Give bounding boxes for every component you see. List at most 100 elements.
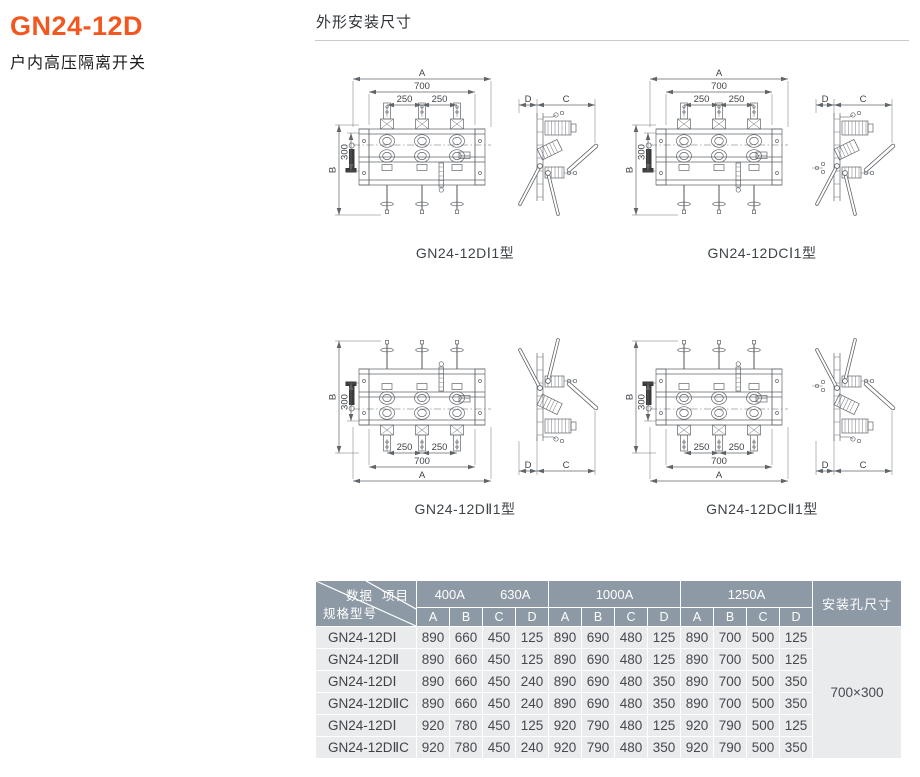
model-cell: GN24-12DⅡ — [316, 649, 416, 670]
value-cell: 890 — [681, 671, 713, 692]
dim-label: 300 — [637, 144, 648, 160]
section-divider — [315, 40, 909, 41]
value-cell: 690 — [582, 693, 614, 714]
value-cell: 500 — [747, 671, 779, 692]
sub-column-header: B — [582, 608, 614, 626]
figure-gn24-12dc-ii1: 250250700AB300DC GN24-12DCⅡ1型 — [615, 301, 909, 519]
model-cell: GN24-12DⅠ — [316, 671, 416, 692]
dim-label: D — [822, 460, 829, 471]
value-cell: 125 — [648, 627, 680, 648]
dim-label: 250 — [694, 442, 710, 453]
dim-label: A — [716, 68, 723, 79]
value-cell: 890 — [549, 649, 581, 670]
value-cell: 350 — [780, 737, 812, 758]
value-cell: 125 — [780, 715, 812, 736]
value-cell: 690 — [582, 627, 614, 648]
figures-grid: A700250250B300DC GN24-12DⅠ1型 A700250250B… — [315, 67, 909, 519]
sub-column-header: D — [780, 608, 812, 626]
dim-label: 250 — [729, 94, 745, 105]
technical-drawing-1: A700250250B300DC — [329, 68, 599, 216]
mounting-hole-header: 安装孔尺寸 — [813, 581, 901, 626]
value-cell: 450 — [483, 693, 515, 714]
dim-label: 300 — [340, 394, 351, 410]
value-cell: 480 — [615, 671, 647, 692]
value-cell: 890 — [549, 671, 581, 692]
sub-column-header: C — [483, 608, 515, 626]
value-cell: 480 — [615, 693, 647, 714]
technical-drawing-4: 250250700AB300DC — [626, 338, 896, 484]
value-cell: 500 — [747, 693, 779, 714]
figure-gn24-12d-ii1: 250250700AB300DC GN24-12DⅡ1型 — [315, 301, 615, 519]
value-cell: 350 — [780, 693, 812, 714]
value-cell: 450 — [483, 627, 515, 648]
value-cell: 660 — [450, 693, 482, 714]
value-cell: 890 — [417, 649, 449, 670]
model-cell: GN24-12DⅠ — [316, 715, 416, 736]
value-cell: 700 — [714, 649, 746, 670]
product-name: 户内高压隔离开关 — [10, 54, 147, 72]
value-cell: 480 — [615, 737, 647, 758]
figure-drawing-1: A700250250B300DC — [315, 67, 615, 237]
column-group-header-3: 1250A — [681, 581, 812, 607]
dim-label: 700 — [414, 81, 430, 92]
dim-label: 250 — [432, 442, 448, 453]
sub-column-header: C — [615, 608, 647, 626]
sub-column-header: C — [747, 608, 779, 626]
dim-label: 700 — [414, 456, 430, 467]
value-cell: 240 — [516, 693, 548, 714]
value-cell: 450 — [483, 671, 515, 692]
value-cell: 920 — [549, 737, 581, 758]
column-group-header-2: 1000A — [549, 581, 680, 607]
value-cell: 890 — [417, 671, 449, 692]
dim-label: C — [563, 94, 570, 105]
sub-column-header: B — [450, 608, 482, 626]
technical-drawing-3: 250250700AB300DC — [329, 338, 599, 484]
dim-label: 700 — [711, 81, 727, 92]
sub-column-header: D — [516, 608, 548, 626]
value-cell: 920 — [417, 715, 449, 736]
value-cell: 500 — [747, 649, 779, 670]
value-cell: 690 — [582, 649, 614, 670]
value-cell: 780 — [450, 737, 482, 758]
figure-drawing-2: A700250250B300DC — [615, 67, 909, 237]
dim-label: C — [860, 460, 867, 471]
value-cell: 350 — [648, 737, 680, 758]
dim-label: 300 — [637, 394, 648, 410]
dim-label: C — [860, 94, 867, 105]
value-cell: 350 — [648, 693, 680, 714]
figure-caption-3: GN24-12DⅡ1型 — [414, 501, 516, 517]
model-cell: GN24-12DⅠ — [316, 627, 416, 648]
corner-diagonal-lines — [316, 581, 416, 626]
value-cell: 660 — [450, 649, 482, 670]
technical-drawing-2: A700250250B300DC — [626, 68, 896, 216]
value-cell: 700 — [714, 671, 746, 692]
model-cell: GN24-12DⅡC — [316, 693, 416, 714]
sub-column-header: B — [714, 608, 746, 626]
figure-drawing-3: 250250700AB300DC — [315, 301, 615, 493]
value-cell: 240 — [516, 671, 548, 692]
value-cell: 790 — [582, 715, 614, 736]
value-cell: 500 — [747, 627, 779, 648]
value-cell: 890 — [417, 693, 449, 714]
corner-label-data: 数据 — [346, 589, 374, 603]
figure-drawing-4: 250250700AB300DC — [615, 301, 909, 493]
dim-label: B — [329, 167, 339, 173]
group-label: 1250A — [727, 586, 766, 602]
mounting-hole-value: 700×300 — [813, 627, 901, 758]
figure-caption-1: GN24-12DⅠ1型 — [415, 245, 515, 261]
dim-label: 250 — [729, 442, 745, 453]
value-cell: 350 — [648, 671, 680, 692]
value-cell: 125 — [648, 649, 680, 670]
value-cell: 450 — [483, 649, 515, 670]
dim-label: B — [329, 394, 339, 400]
value-cell: 700 — [714, 627, 746, 648]
dim-label: 700 — [711, 456, 727, 467]
corner-label-model: 规格型号 — [323, 607, 378, 621]
value-cell: 240 — [516, 737, 548, 758]
